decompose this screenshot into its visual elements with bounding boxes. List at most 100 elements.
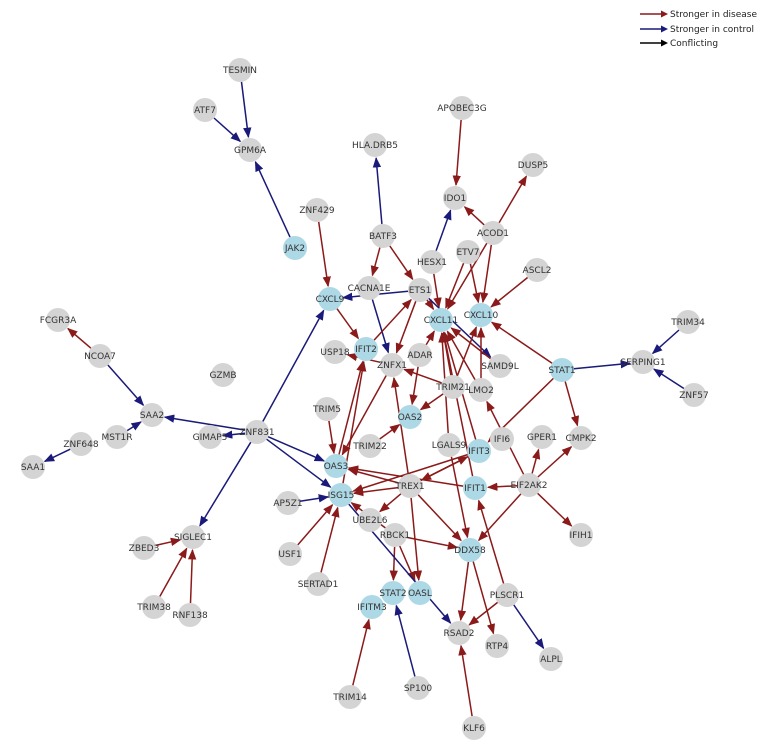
node-klf6: KLF6 — [462, 716, 486, 740]
edge-lgals9-to-ddx58 — [450, 456, 470, 539]
node-layer: TESMINATF7GPM6AAPOBEC3GDUSP5HLA.DRB5IDO1… — [21, 58, 709, 740]
edge-trim22-to-oas2 — [379, 423, 401, 440]
node-trim14: TRIM14 — [332, 685, 367, 709]
node-label-batf3: BATF3 — [369, 232, 397, 242]
node-label-eif2ak2: EIF2AK2 — [510, 481, 547, 491]
node-circle-gzmb — [211, 363, 235, 387]
node-circle-saa2 — [140, 403, 164, 427]
node-circle-ido1 — [443, 186, 467, 210]
edge-znf831-to-saa2 — [163, 414, 246, 431]
node-label-ifi6: IFI6 — [494, 435, 510, 445]
node-usf1: USF1 — [278, 542, 302, 566]
edge-plscr1-to-rsad2 — [468, 601, 499, 626]
node-label-ap5z1: AP5Z1 — [273, 499, 302, 509]
edge-klf6-to-rsad2 — [458, 644, 473, 717]
node-circle-plscr1 — [495, 583, 519, 607]
node-rsad2: RSAD2 — [444, 621, 474, 645]
node-siglec1: SIGLEC1 — [174, 525, 212, 549]
node-label-alpl: ALPL — [540, 655, 562, 665]
node-label-samd9l: SAMD9L — [481, 362, 518, 372]
node-circle-fcgr3a — [46, 308, 70, 332]
node-circle-ets1 — [408, 278, 432, 302]
node-circle-cacna1e — [357, 276, 381, 300]
node-circle-trim34 — [676, 310, 700, 334]
node-label-adar: ADAR — [407, 351, 432, 361]
node-circle-hesx1 — [420, 250, 444, 274]
node-znf429: ZNF429 — [299, 198, 335, 222]
node-label-sertad1: SERTAD1 — [298, 580, 339, 590]
node-rtp4: RTP4 — [485, 634, 509, 658]
edge-trex1-to-znfx1 — [391, 376, 409, 475]
node-trim34: TRIM34 — [670, 310, 705, 334]
node-sertad1: SERTAD1 — [298, 572, 339, 596]
edge-ap5z1-to-isg15 — [299, 494, 330, 503]
node-ifih1: IFIH1 — [569, 523, 593, 547]
node-label-rnf138: RNF138 — [172, 611, 208, 621]
edge-znf831-to-siglec1 — [199, 441, 252, 527]
node-zbed3: ZBED3 — [129, 536, 159, 560]
node-apobec3g: APOBEC3G — [437, 96, 487, 120]
edge-plscr1-to-ifit1 — [477, 499, 505, 584]
edge-znf57-to-serping1 — [653, 368, 685, 390]
node-label-ifih1: IFIH1 — [570, 531, 593, 541]
node-label-trim38: TRIM38 — [136, 603, 171, 613]
node-circle-ifit3 — [467, 439, 491, 463]
edge-cacna1e-to-znfx1 — [371, 299, 390, 354]
edge-trex1-to-isg15 — [352, 486, 399, 497]
node-adar: ADAR — [407, 343, 433, 367]
node-label-dusp5: DUSP5 — [518, 161, 548, 171]
edge-lmo2-to-cxcl11 — [446, 330, 476, 380]
edge-atf7-to-gpm6a — [213, 117, 242, 143]
node-circle-klf6 — [462, 716, 486, 740]
node-circle-ascl2 — [525, 258, 549, 282]
node-circle-tesmin — [228, 58, 252, 82]
edge-znf831-to-oas3 — [267, 436, 326, 462]
edge-stat1-to-cxcl10 — [490, 321, 553, 364]
node-circle-ifih1 — [569, 523, 593, 547]
edge-znf429-to-cxcl9 — [317, 221, 331, 288]
node-circle-ifitm3 — [360, 595, 384, 619]
node-label-cxcl11: CXCL11 — [424, 316, 459, 326]
node-jak2: JAK2 — [283, 236, 307, 260]
node-ap5z1: AP5Z1 — [273, 491, 303, 515]
edge-ascl2-to-cxcl10 — [490, 276, 529, 308]
legend-label-conflicting: Conflicting — [670, 39, 718, 49]
legend-arrowhead-control — [661, 25, 668, 33]
node-ifitm3: IFITM3 — [357, 595, 387, 619]
edge-cxcl9-to-ifit2 — [336, 308, 360, 340]
edge-eif2ak2-to-gper1 — [531, 448, 541, 474]
node-label-cacna1e: CACNA1E — [348, 284, 391, 294]
edge-rbck1-to-ddx58 — [406, 536, 459, 550]
node-label-trim22: TRIM22 — [352, 442, 387, 452]
node-circle-oas2 — [398, 405, 422, 429]
node-circle-trim38 — [142, 595, 166, 619]
node-circle-eif2ak2 — [517, 473, 541, 497]
node-circle-atf7 — [193, 98, 217, 122]
node-circle-apobec3g — [450, 96, 474, 120]
node-circle-ifit1 — [463, 476, 487, 500]
node-label-trim21: TRIM21 — [435, 383, 470, 393]
node-gimap5: GIMAP5 — [193, 425, 227, 449]
node-circle-acod1 — [481, 221, 505, 245]
node-cxcl10: CXCL10 — [464, 303, 499, 327]
node-label-trim14: TRIM14 — [332, 693, 367, 703]
edge-batf3-to-hladrb5 — [372, 156, 383, 225]
edge-acod1-to-dusp5 — [498, 175, 528, 224]
node-saa1: SAA1 — [21, 455, 45, 479]
node-circle-samd9l — [488, 354, 512, 378]
node-label-ifitm3: IFITM3 — [357, 603, 386, 613]
node-ube2l6: UBE2L6 — [353, 508, 388, 532]
node-serping1: SERPING1 — [620, 350, 666, 374]
node-circle-serping1 — [631, 350, 655, 374]
edge-eif2ak2-to-ifit1 — [486, 482, 518, 491]
node-label-gpm6a: GPM6A — [234, 146, 267, 156]
node-circle-lmo2 — [469, 378, 493, 402]
node-circle-mst1r — [105, 425, 129, 449]
node-label-znfx1: ZNFX1 — [377, 361, 407, 371]
node-circle-saa1 — [21, 455, 45, 479]
node-label-trim5: TRIM5 — [312, 405, 341, 415]
node-circle-gper1 — [530, 425, 554, 449]
node-circle-hladrb5 — [363, 133, 387, 157]
node-label-oasl: OASL — [408, 589, 432, 599]
edge-samd9l-to-cxcl11 — [450, 327, 491, 360]
